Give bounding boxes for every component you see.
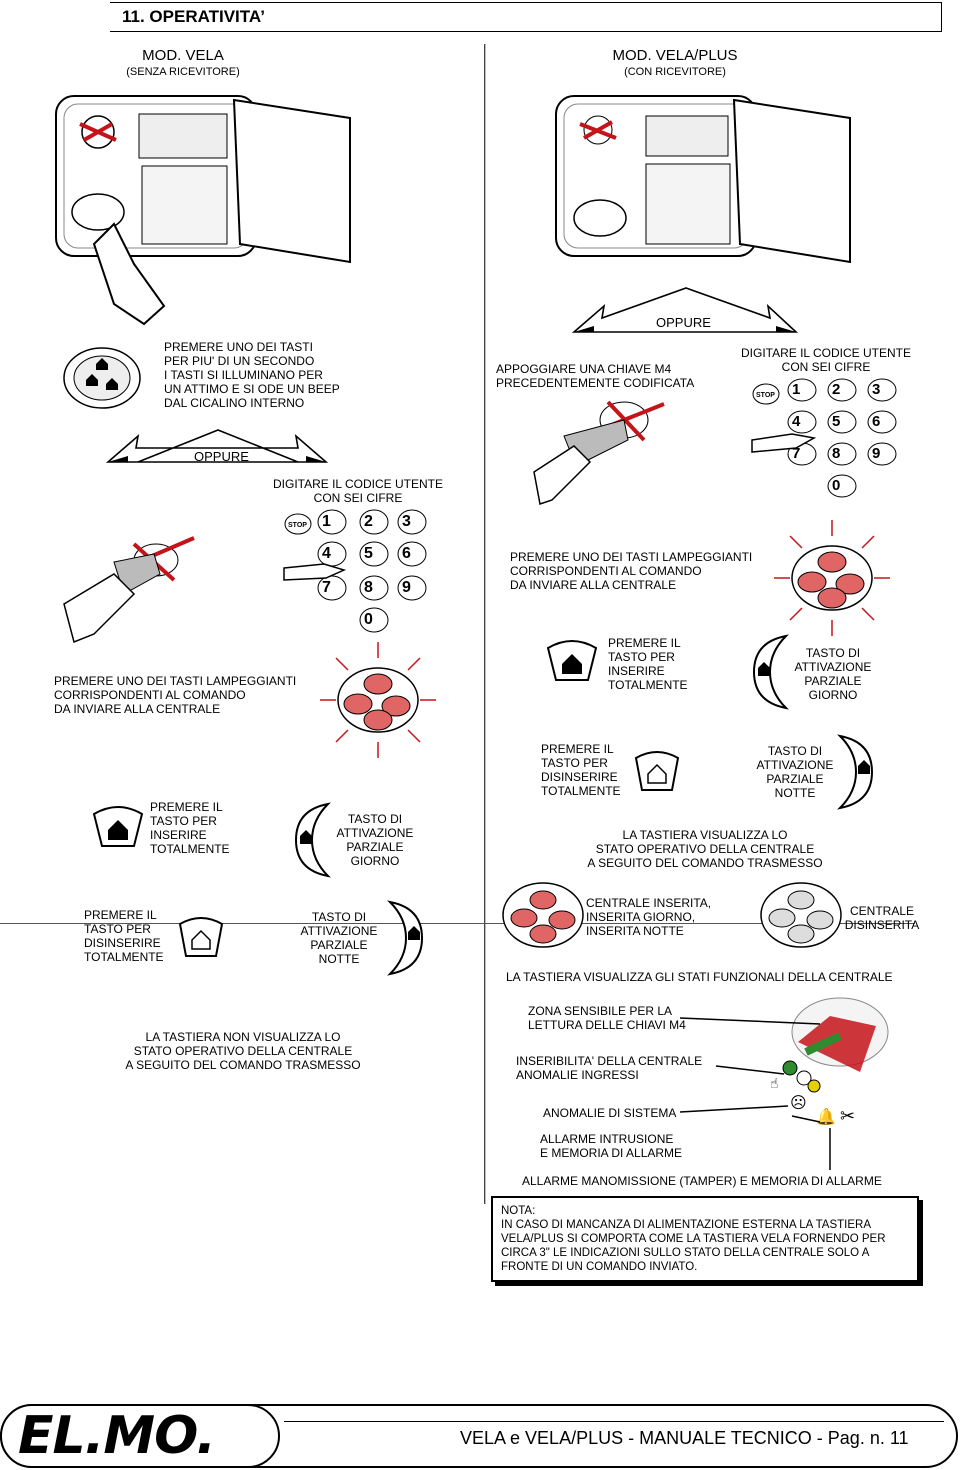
svg-text:4: 4 <box>792 413 801 430</box>
tamper-label: ALLARME MANOMISSIONE (TAMPER) E MEMORIA … <box>522 1174 882 1188</box>
right-flashing-buttons <box>774 520 890 636</box>
right-model-subtitle: (CON RICEVITORE) <box>624 66 726 78</box>
house-icon <box>546 640 598 681</box>
svg-text:6: 6 <box>872 413 880 430</box>
svg-text:STOP: STOP <box>756 392 775 399</box>
left-flash-text: PREMERE UNO DEI TASTI LAMPEGGIANTI CORRI… <box>54 674 297 716</box>
section-title: 11. OPERATIVITA’ <box>122 7 265 26</box>
left-oppure-label: OPPURE <box>194 449 249 464</box>
scissors-icon: ✂ <box>840 1106 855 1126</box>
note-label: NOTA: <box>501 1205 536 1217</box>
left-flashing-buttons <box>320 642 436 758</box>
svg-text:2: 2 <box>832 381 840 398</box>
partial-day-icon <box>752 634 789 710</box>
left-keypad: STOP 1 2 3 4 5 6 7 8 9 0 <box>283 509 427 633</box>
right-display-text: LA TASTIERA VISUALIZZA LO STATO OPERATIV… <box>587 828 823 870</box>
left-step1-text: PREMERE UNO DEI TASTI PER PIU' DI UN SEC… <box>164 340 340 410</box>
house-icon <box>92 806 144 847</box>
svg-text:STOP: STOP <box>288 522 307 529</box>
anomalie-label: ANOMALIE DI SISTEMA <box>543 1106 677 1120</box>
svg-text:5: 5 <box>364 545 373 562</box>
left-model-subtitle: (SENZA RICEVITORE) <box>126 66 240 78</box>
house-outline-icon <box>634 751 680 791</box>
inserib-label: INSERIBILITA' DELLA CENTRALE ANOMALIE IN… <box>516 1054 703 1082</box>
right-func-states-text: LA TASTIERA VISUALIZZA GLI STATI FUNZION… <box>506 970 893 984</box>
note-box: NOTA: IN CASO DI MANCANZA DI ALIMENTAZIO… <box>491 1196 919 1282</box>
bell-icon: 🔔 <box>816 1108 836 1126</box>
right-partial-day-text: TASTO DI ATTIVAZIONE PARZIALE GIORNO <box>794 646 872 702</box>
allarme-label: ALLARME INTRUSIONE E MEMORIA DI ALLARME <box>540 1132 683 1160</box>
thumb-icon: ☝ <box>770 1075 779 1091</box>
svg-text:7: 7 <box>792 445 800 462</box>
right-disarm-total-text: PREMERE IL TASTO PER DISINSERIRE TOTALME… <box>541 742 621 798</box>
partial-night-icon <box>387 900 424 976</box>
right-digit-text: DIGITARE IL CODICE UTENTE CON SEI CIFRE <box>740 346 911 374</box>
right-oppure-label: OPPURE <box>656 315 711 330</box>
svg-text:1: 1 <box>792 381 800 398</box>
svg-text:6: 6 <box>402 545 411 562</box>
svg-text:9: 9 <box>402 579 411 596</box>
right-disarmed-text: CENTRALE DISINSERITA <box>844 904 920 932</box>
partial-night-icon <box>837 734 874 810</box>
svg-text:0: 0 <box>832 477 840 494</box>
column-divider <box>484 44 485 1204</box>
red-buttons-illustration <box>502 882 584 948</box>
right-keypad: STOP 1 2 3 4 5 6 7 8 9 0 <box>751 378 897 498</box>
svg-text:0: 0 <box>364 611 373 628</box>
left-partial-night-text: TASTO DI ATTIVAZIONE PARZIALE NOTTE <box>300 910 378 966</box>
footer-rule <box>284 1421 944 1422</box>
vela-plus-device-illustration <box>555 95 851 264</box>
svg-text:3: 3 <box>872 381 880 398</box>
svg-text:5: 5 <box>832 413 840 430</box>
right-flash-text: PREMERE UNO DEI TASTI LAMPEGGIANTI CORRI… <box>510 550 753 592</box>
elmo-logo: EL.MO. <box>18 1406 216 1466</box>
zone-label: ZONA SENSIBILE PER LA LETTURA DELLE CHIA… <box>528 1004 686 1032</box>
row-divider <box>0 923 915 924</box>
svg-text:8: 8 <box>832 445 840 462</box>
svg-text:2: 2 <box>364 513 373 530</box>
left-key-m4-illustration <box>63 536 195 644</box>
right-partial-night-text: TASTO DI ATTIVAZIONE PARZIALE NOTTE <box>756 744 834 800</box>
left-oppure-arrow <box>105 429 329 463</box>
sad-face-icon: ☹ <box>790 1095 807 1112</box>
svg-text:3: 3 <box>402 513 411 530</box>
svg-text:1: 1 <box>322 513 331 530</box>
right-inserted-text: CENTRALE INSERITA, INSERITA GIORNO, INSE… <box>586 896 712 938</box>
svg-text:4: 4 <box>322 545 331 562</box>
vela-device-illustration <box>55 95 351 326</box>
note-text: IN CASO DI MANCANZA DI ALIMENTAZIONE EST… <box>501 1219 886 1273</box>
logo-frame <box>0 1404 280 1468</box>
footer-text: VELA e VELA/PLUS - MANUALE TECNICO - Pag… <box>460 1428 909 1448</box>
section-header: 11. OPERATIVITA’ <box>110 2 942 32</box>
right-model-title: MOD. VELA/PLUS <box>612 47 738 64</box>
right-key-m4-text: APPOGGIARE UNA CHIAVE M4 PRECEDENTEMENTE… <box>496 362 695 390</box>
grey-buttons-illustration <box>760 882 842 948</box>
left-insert-total-text: PREMERE IL TASTO PER INSERIRE TOTALMENTE <box>150 800 230 856</box>
left-partial-day-text: TASTO DI ATTIVAZIONE PARZIALE GIORNO <box>336 812 414 868</box>
svg-text:8: 8 <box>364 579 373 596</box>
house-outline-icon <box>178 917 224 957</box>
led-indicators-illustration: ☝ ☹ 🔔 ✂ <box>679 997 889 1170</box>
left-no-display-text: LA TASTIERA NON VISUALIZZA LO STATO OPER… <box>125 1030 361 1072</box>
right-key-m4-illustration <box>533 400 665 505</box>
left-model-title: MOD. VELA <box>142 47 224 64</box>
svg-text:9: 9 <box>872 445 880 462</box>
right-insert-total-text: PREMERE IL TASTO PER INSERIRE TOTALMENTE <box>608 636 688 692</box>
partial-day-icon <box>294 802 331 878</box>
left-disarm-total-text: PREMERE IL TASTO PER DISINSERIRE TOTALME… <box>84 908 164 964</box>
svg-text:7: 7 <box>322 579 331 596</box>
right-oppure-arrow <box>571 287 799 333</box>
left-digit-text: DIGITARE IL CODICE UTENTE CON SEI CIFRE <box>272 477 443 505</box>
vela-buttons-illustration <box>63 347 141 409</box>
